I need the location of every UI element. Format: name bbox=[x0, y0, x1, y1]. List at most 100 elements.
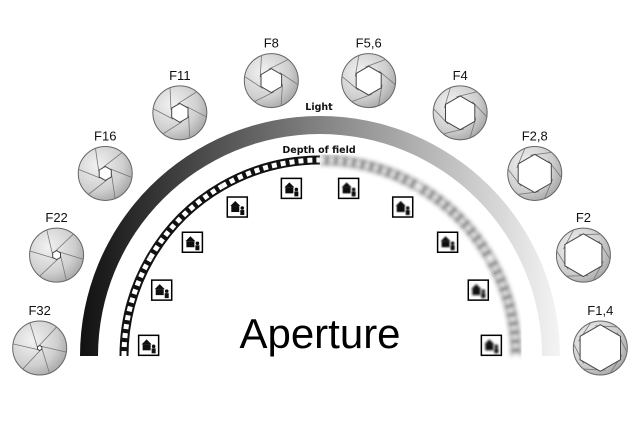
aperture-opening bbox=[260, 68, 283, 94]
house-body bbox=[285, 187, 294, 194]
person-icon bbox=[151, 344, 156, 349]
scene-icon-7 bbox=[391, 196, 414, 218]
aperture-blade-edge bbox=[268, 59, 289, 70]
aperture-blade-edge bbox=[29, 322, 38, 348]
aperture-f16: F16 bbox=[77, 128, 133, 201]
house-body bbox=[155, 289, 164, 296]
scene-content bbox=[141, 339, 156, 354]
aperture-blade-edge bbox=[169, 87, 172, 111]
house-icon bbox=[185, 236, 196, 242]
aperture-blade-edge bbox=[22, 350, 41, 370]
aperture-f4: F4 bbox=[432, 68, 488, 141]
aperture-opening bbox=[355, 65, 382, 96]
aperture-blade-edge bbox=[29, 250, 54, 259]
aperture-blade-edge bbox=[88, 179, 108, 195]
house-icon bbox=[141, 339, 152, 345]
dof-segment bbox=[485, 255, 521, 357]
aperture-blade-edge bbox=[162, 121, 183, 135]
aperture-blade-edge bbox=[188, 115, 191, 139]
scene-icon-row bbox=[137, 177, 503, 357]
aperture-label: F11 bbox=[169, 68, 190, 83]
dof-segment bbox=[119, 255, 155, 357]
scene-content bbox=[395, 201, 410, 216]
dof-segment bbox=[146, 182, 225, 261]
house-body bbox=[485, 344, 494, 351]
aperture-label: F2 bbox=[576, 210, 591, 225]
aperture-label: F8 bbox=[264, 36, 279, 51]
aperture-blade-edge bbox=[177, 91, 197, 105]
aperture-label: F4 bbox=[453, 68, 468, 83]
aperture-opening bbox=[445, 95, 476, 131]
person-body bbox=[240, 210, 245, 216]
aperture-opening bbox=[52, 250, 61, 261]
person-body bbox=[450, 245, 455, 251]
aperture-label: F22 bbox=[45, 210, 67, 225]
person-icon bbox=[494, 344, 499, 349]
scene-icon-10 bbox=[480, 334, 503, 357]
scene-icon-4 bbox=[226, 196, 249, 218]
aperture-opening bbox=[579, 324, 621, 372]
house-icon bbox=[471, 284, 482, 290]
depth-of-field-label: Depth of field bbox=[282, 145, 355, 156]
scene-icon-8 bbox=[436, 231, 459, 253]
house-body bbox=[342, 187, 351, 194]
aperture-blade-edge bbox=[12, 343, 38, 351]
house-body bbox=[231, 206, 240, 213]
aperture-label: F16 bbox=[94, 128, 116, 143]
scene-content bbox=[230, 201, 245, 216]
aperture-blade-edge bbox=[186, 106, 207, 118]
scene-icon-6 bbox=[337, 177, 360, 200]
person-icon bbox=[164, 289, 169, 293]
dof-segment bbox=[415, 182, 494, 261]
aperture-blade-edge bbox=[41, 348, 50, 374]
person-body bbox=[405, 210, 410, 216]
aperture-blade-edge bbox=[95, 148, 100, 172]
aperture-label: F1,4 bbox=[587, 303, 613, 318]
house-body bbox=[186, 241, 195, 248]
aperture-blade-edge bbox=[46, 229, 53, 254]
aperture-f11: F11 bbox=[152, 68, 208, 141]
aperture-opening bbox=[98, 165, 112, 181]
aperture-f32: F32 bbox=[12, 303, 68, 376]
scene-content bbox=[484, 339, 499, 354]
scene-content bbox=[154, 284, 169, 299]
aperture-blade-edge bbox=[152, 108, 174, 120]
scene-icon-1 bbox=[137, 334, 160, 357]
person-icon bbox=[195, 241, 200, 246]
person-icon bbox=[481, 289, 486, 293]
aperture-label: F2,8 bbox=[522, 128, 548, 143]
person-icon bbox=[405, 206, 410, 210]
house-body bbox=[472, 289, 481, 296]
person-body bbox=[494, 348, 499, 354]
aperture-opening bbox=[171, 102, 189, 123]
diagram-title: Aperture bbox=[239, 310, 400, 357]
aperture-label: F32 bbox=[28, 303, 50, 318]
house-icon bbox=[395, 201, 406, 207]
person-icon bbox=[294, 187, 299, 192]
house-icon bbox=[341, 182, 352, 188]
aperture-label: F5,6 bbox=[356, 36, 382, 51]
scene-content bbox=[440, 236, 455, 251]
aperture-f22: F22 bbox=[29, 210, 85, 283]
scene-content bbox=[284, 182, 299, 197]
scene-content bbox=[471, 284, 486, 299]
aperture-blade-edge bbox=[378, 84, 383, 106]
dof-segment bbox=[319, 155, 421, 191]
aperture-f2: F2 bbox=[555, 210, 611, 283]
aperture-blade-edge bbox=[354, 55, 360, 77]
house-icon bbox=[440, 236, 451, 242]
house-body bbox=[142, 344, 151, 351]
aperture-blade-edge bbox=[60, 256, 67, 281]
person-icon bbox=[240, 206, 245, 210]
depth-of-field-arc bbox=[119, 155, 521, 357]
scene-icon-2 bbox=[150, 279, 173, 301]
person-body bbox=[151, 348, 156, 354]
aperture-blade-edge bbox=[279, 72, 299, 86]
aperture-blade-edge bbox=[280, 83, 283, 106]
person-icon bbox=[450, 241, 455, 246]
aperture-opening bbox=[564, 233, 603, 278]
scene-icon-5 bbox=[280, 177, 303, 200]
dof-segment bbox=[219, 155, 321, 191]
aperture-f8: F8 bbox=[243, 36, 299, 109]
scene-content bbox=[185, 236, 200, 251]
